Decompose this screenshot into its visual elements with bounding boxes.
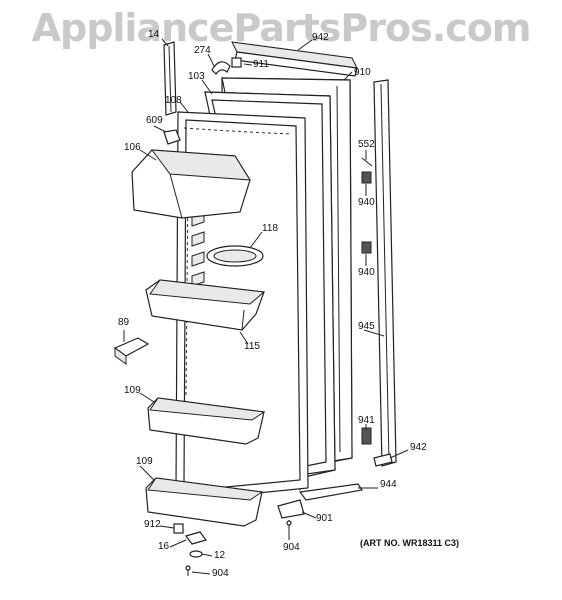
callout-910: 910	[354, 67, 371, 78]
callout-108: 108	[165, 95, 182, 106]
door-edge-trim	[373, 79, 397, 467]
callout-609: 609	[146, 115, 163, 126]
hinge-pin-bushing	[173, 523, 184, 534]
callout-942: 942	[410, 442, 427, 453]
art-number-label: (ART NO. WR18311 C3)	[360, 538, 460, 548]
bottom-hinge-plate	[373, 453, 393, 467]
callout-103: 103	[188, 71, 205, 82]
callout-118: 118	[262, 223, 278, 234]
callout-16: 16	[158, 541, 170, 552]
callout-942-top: 942	[312, 32, 329, 43]
hinge-washer	[189, 550, 203, 558]
callout-945: 945	[358, 321, 375, 332]
hinge-bushing	[231, 57, 242, 68]
upper-closer-cam	[361, 171, 372, 184]
callout-940b: 940	[358, 267, 375, 278]
callout-109a: 109	[124, 385, 141, 396]
callout-901: 901	[316, 513, 333, 524]
callout-944: 944	[380, 479, 397, 490]
screw-lower	[185, 565, 191, 576]
door-bin-lower	[145, 477, 264, 527]
dairy-compartment	[131, 149, 251, 219]
callout-106: 106	[124, 142, 141, 153]
door-bin-upper	[147, 397, 266, 445]
bottom-cam	[361, 427, 372, 445]
bottom-trim-strip	[298, 483, 364, 501]
callout-940a: 940	[358, 197, 375, 208]
callout-912: 912	[144, 519, 161, 530]
screw-upper	[286, 520, 292, 532]
door-shelf-bin	[145, 279, 266, 331]
leader-lines	[123, 38, 409, 575]
top-trim-bar	[231, 41, 358, 77]
callout-911: 911	[253, 59, 269, 70]
mullion-screw	[361, 157, 373, 167]
callout-115: 115	[244, 341, 260, 352]
callout-274: 274	[194, 45, 211, 56]
callout-552: 552	[358, 139, 375, 150]
callout-109b: 109	[136, 456, 153, 467]
callout-904b: 904	[212, 568, 229, 579]
callout-12: 12	[214, 550, 226, 561]
oval-ice-module	[206, 245, 264, 267]
left-hinge-strip	[163, 41, 177, 116]
lower-closer-cam	[361, 241, 372, 254]
small-utility-bin	[113, 337, 150, 365]
hinge-assembly	[184, 531, 208, 545]
compartment-hinge	[163, 129, 181, 145]
hinge-cap	[211, 61, 231, 75]
callout-89: 89	[118, 317, 130, 328]
bottom-bracket	[277, 499, 305, 519]
callout-14: 14	[148, 29, 160, 40]
callout-941: 941	[358, 415, 375, 426]
callout-904a: 904	[283, 542, 300, 553]
